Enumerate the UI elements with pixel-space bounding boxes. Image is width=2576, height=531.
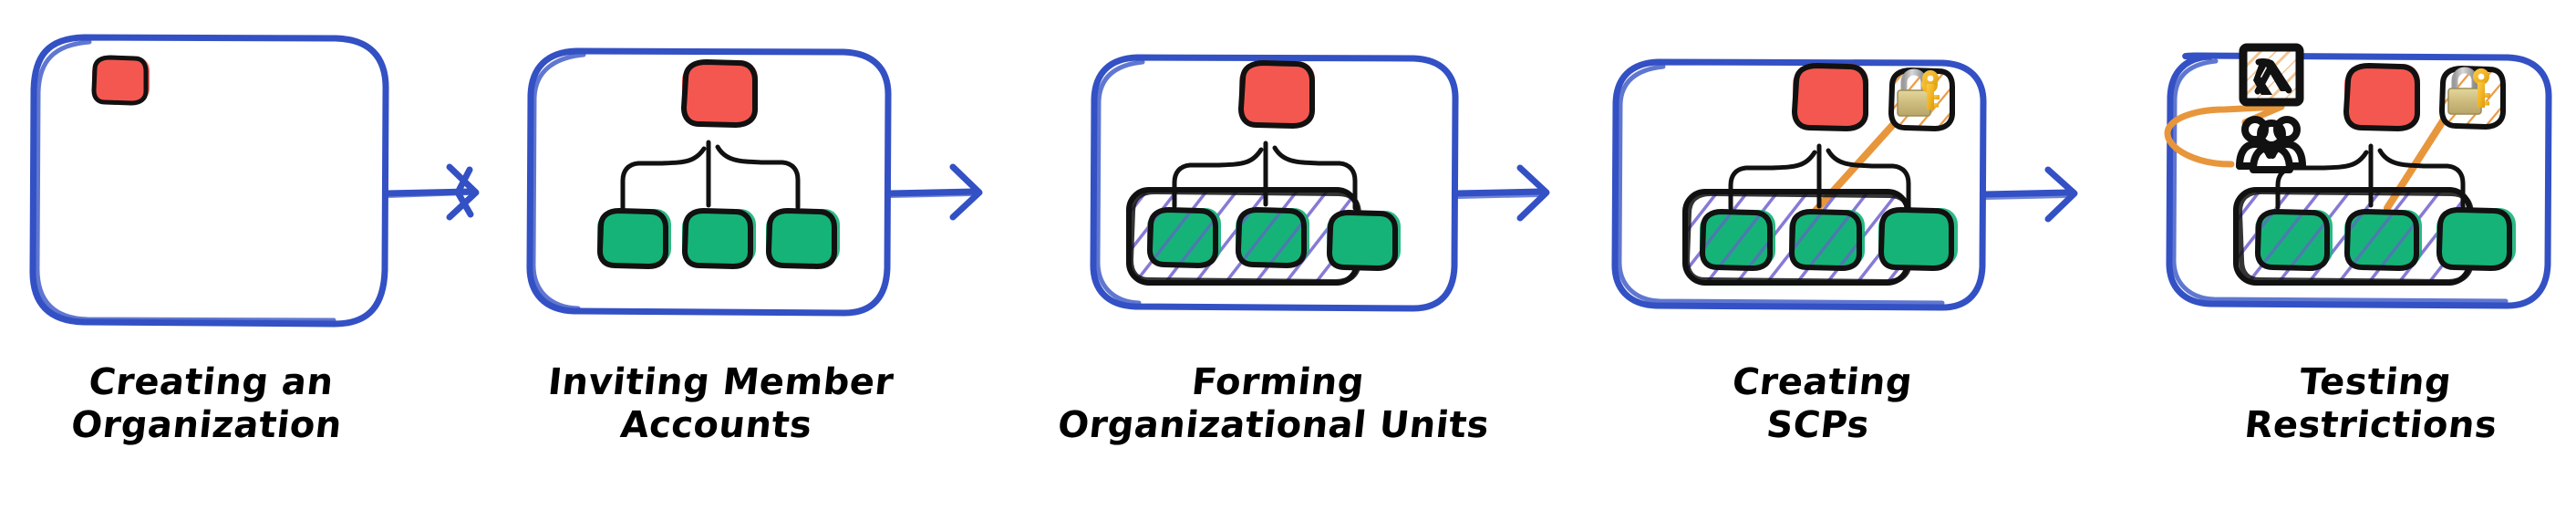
step-panel-2[interactable] [526,47,892,317]
step-caption-5: Testing Restrictions [2242,361,2499,447]
org-tree-links-3 [1172,141,1358,211]
member-account-3-1[interactable] [1147,207,1221,268]
lock-key-icon [1897,68,1940,117]
step-caption-2: Inviting Member Accounts [545,361,896,447]
lambda-icon[interactable] [2239,43,2304,107]
member-account-4-2[interactable] [1789,209,1865,271]
step-caption-1: Creating an Organization [68,361,345,447]
panel-border-2 [526,47,892,317]
org-tree-links-2 [620,140,801,211]
step-panel-1[interactable] [29,34,389,328]
member-account-4-3[interactable] [1878,207,1958,271]
member-account-5-1[interactable] [2255,209,2333,271]
connector-4-5 [1981,166,2078,223]
member-account-2-2[interactable] [682,208,756,269]
connector-1-2 [383,163,480,221]
scp-tile-border-5 [2439,66,2506,130]
step-panel-5[interactable] [2164,43,2552,309]
connector-2-3 [885,163,983,221]
panel-border-5 [2166,52,2552,309]
panel-border-3-sketch [1095,59,1145,306]
step-panel-4[interactable] [1611,58,1987,311]
scp-tile-border-4 [1888,68,1955,131]
panel-border-4 [1611,58,1987,311]
management-account-5[interactable] [2343,63,2420,131]
member-account-3-3[interactable] [1327,210,1401,271]
step-caption-4: Creating SCPs [1730,361,1915,447]
panel-border-1 [29,34,389,328]
panel-border-4-sketch [1617,64,1945,306]
member-account-5-3[interactable] [2436,207,2516,271]
panel-border-1-sketch [35,39,336,323]
scp-tile-5[interactable] [2439,66,2506,130]
member-account-4-1[interactable] [1700,209,1775,271]
step-caption-3: Forming Organizational Units [1055,361,1492,447]
panel-border-2-sketch [531,52,586,311]
connector-3-4 [1453,164,1550,222]
management-account-3[interactable] [1238,60,1315,129]
management-account-2[interactable] [681,59,758,128]
member-account-2-3[interactable] [766,208,840,269]
management-account-1[interactable] [91,55,150,106]
member-account-5-2[interactable] [2344,209,2422,271]
member-account-3-2[interactable] [1236,207,1309,268]
users-group-icon[interactable] [2236,116,2306,173]
member-account-2-1[interactable] [597,208,671,269]
step-panel-3[interactable] [1090,54,1459,312]
management-account-4[interactable] [1792,63,1868,131]
scp-tile-4[interactable] [1888,68,1955,131]
org-tree-links-4 [1728,143,1911,213]
panel-border-3 [1090,54,1459,312]
org-tree-links-5 [2275,143,2466,212]
panel-border-5-sketch [2171,58,2509,304]
lock-key-icon [2447,67,2490,115]
